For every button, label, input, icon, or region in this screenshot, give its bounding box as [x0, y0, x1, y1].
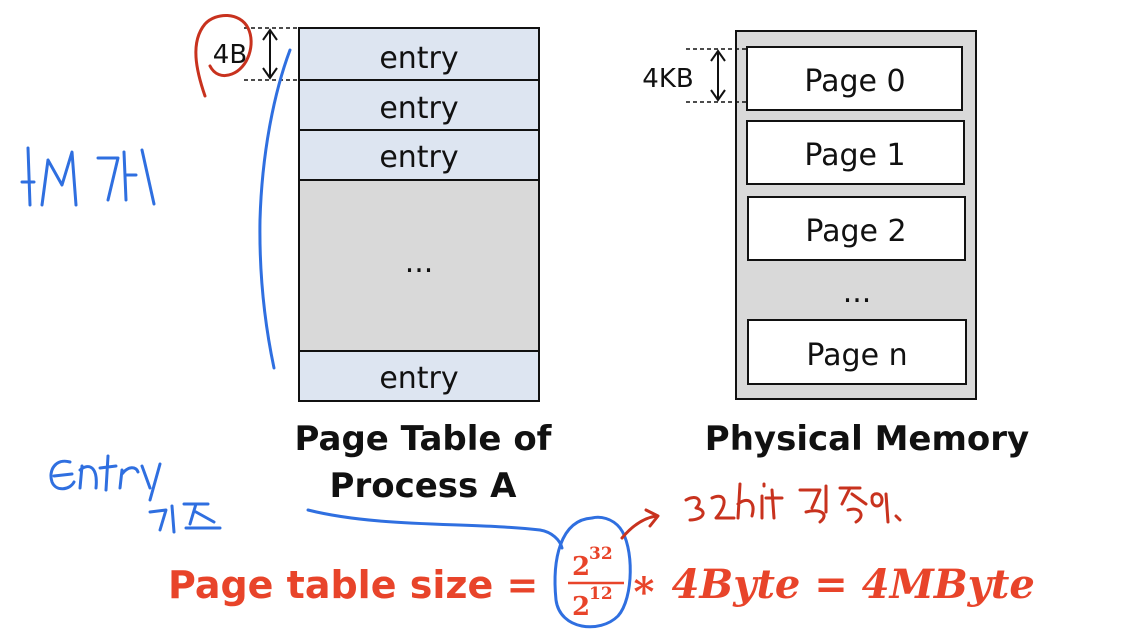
page-table-caption-line2: Process A	[330, 466, 518, 506]
entry-label-3: entry	[379, 140, 458, 175]
entry-size-label: 4B	[213, 40, 247, 70]
formula-rhs: ∗ 4Byte = 4MByte	[630, 561, 1035, 608]
physical-memory-caption: Physical Memory	[705, 419, 1029, 459]
entry-label-2: entry	[379, 91, 458, 126]
page-size-arrowhead-down	[710, 89, 726, 102]
page-table: entry entry entry ... entry 4B Page Tabl…	[213, 27, 553, 506]
red-arrow-annotation	[620, 508, 660, 540]
page-2-box	[747, 196, 966, 261]
page-n-label: Page n	[806, 338, 907, 373]
entry-label-last: entry	[379, 361, 458, 396]
page-0-box	[746, 46, 963, 111]
numerator-exponent: 32	[589, 544, 613, 564]
blue-note-annotation	[20, 146, 156, 207]
formula: Page table size = 2 32 2 12 ∗ 4Byte = 4M…	[168, 544, 1035, 622]
blue-count-note-annotation	[148, 502, 222, 534]
denominator-base: 2	[572, 592, 590, 622]
page-2-label: Page 2	[805, 214, 906, 249]
page-table-entry-last	[298, 350, 540, 402]
entry-label-1: entry	[379, 41, 458, 76]
entry-size-arrowhead-down	[262, 67, 278, 80]
blue-connector-annotation	[306, 508, 564, 550]
physical-memory-ellipsis: ...	[843, 275, 872, 310]
page-table-gap	[298, 179, 540, 352]
red-note-32bit-annotation	[684, 482, 784, 522]
red-note-korean-annotation	[798, 484, 902, 524]
red-circle-annotation	[194, 14, 253, 98]
formula-lhs: Page table size =	[168, 563, 538, 607]
numerator-base: 2	[572, 552, 590, 582]
page-n-box	[747, 319, 967, 385]
page-table-entry-1	[298, 27, 540, 81]
page-table-entry-2	[298, 79, 540, 131]
page-size-arrowhead-up	[710, 49, 726, 62]
page-size-label: 4KB	[642, 64, 693, 94]
physical-memory: Page 0 Page 1 Page 2 ... Page n 4KB Phys…	[642, 30, 1029, 459]
blue-entry-note-annotation	[49, 454, 162, 502]
handwritten-annotations	[20, 14, 902, 629]
page-0-label: Page 0	[804, 64, 905, 99]
entry-size-arrowhead-up	[262, 28, 278, 41]
page-table-caption-line1: Page Table of	[295, 419, 553, 459]
blue-oval-annotation	[553, 515, 632, 629]
blue-bracket-annotation	[258, 48, 292, 370]
page-table-ellipsis: ...	[405, 245, 434, 280]
page-1-label: Page 1	[804, 138, 905, 173]
denominator-exponent: 12	[589, 584, 613, 604]
page-1-box	[746, 120, 965, 185]
